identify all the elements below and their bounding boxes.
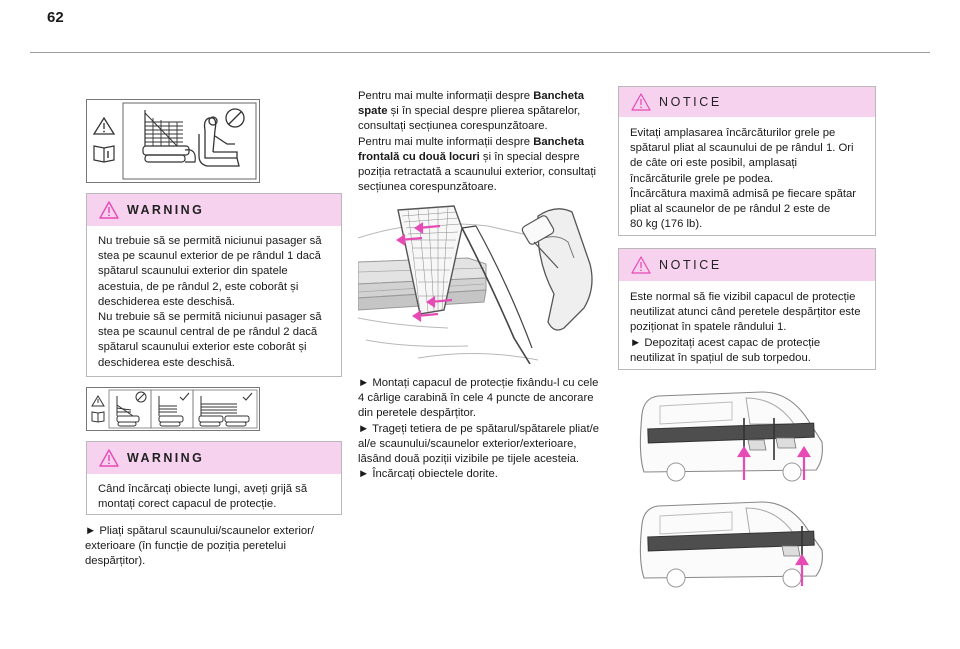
text-line: spătarul pliat al scaunului de pe rândul… [630, 142, 854, 155]
text-line: montați corect capacul de protecție. [98, 498, 277, 511]
warning-triangle-icon [91, 395, 105, 407]
text-line: stea pe scaunul exterior de pe rândul 1 … [98, 250, 321, 263]
text-line: ► Pliați spătarul scaunului/scaunelor ex… [85, 525, 315, 537]
text-line: 4 cârlige carabină în cele 4 puncte de a… [358, 392, 594, 405]
warning-triangle-icon [99, 449, 119, 467]
page-number: 62 [47, 9, 64, 26]
header-rule [30, 52, 930, 53]
text-line: lăsând două poziții vizibile pe tijele a… [358, 453, 580, 466]
text-line: despărțitor). [85, 555, 146, 568]
warning-triangle-icon [99, 201, 119, 219]
no-sign-icon [135, 391, 147, 403]
notice-title: NOTICE [659, 95, 722, 109]
intro-text: Pentru mai multe informații despre Banch… [358, 89, 616, 195]
arrow-up-icon [737, 445, 751, 480]
text-line: secțiunea corespunzătoare. [358, 181, 497, 194]
warning-title: WARNING [127, 451, 205, 465]
seat-icon [158, 396, 184, 427]
text-line: încărcăturile grele pe podea. [630, 172, 774, 185]
text-line: ► Depozitați acest capac de protecție [630, 336, 821, 349]
text-line: deschiderea este deschisă. [98, 356, 235, 369]
text-line: de câte ori este posibil, amplasați [630, 157, 798, 170]
notice-box-1: NOTICE Evitați amplasarea încărcăturilor… [618, 86, 876, 236]
text-line: neutilizat atunci când peretele despărți… [630, 306, 861, 319]
warning-header: WARNING [87, 442, 341, 474]
warning-triangle-icon [92, 116, 116, 135]
text-line: deschiderea este deschisă. [98, 295, 235, 308]
warning-body: Nu trebuie să se permită niciunui pasage… [87, 226, 341, 379]
text-line: neutilizat în spațiul de sub torpedou. [630, 351, 811, 364]
anchor-arrows [396, 221, 453, 323]
warning-header: WARNING [87, 194, 341, 226]
warning-box-1: WARNING Nu trebuie să se permită niciunu… [86, 193, 342, 377]
text-line: Este normal să fie vizibil capacul de pr… [630, 291, 856, 303]
arrow-up-icon [797, 445, 811, 480]
van-illustration-1 [636, 384, 826, 484]
text-line: poziționat în spatele rândului 1. [630, 321, 787, 334]
notice-body: Este normal să fie vizibil capacul de pr… [619, 281, 875, 374]
van-illustration-2 [636, 496, 826, 588]
icon-panel-2 [86, 387, 260, 431]
seat-fold-pictogram [91, 389, 258, 429]
check-mark-icon [179, 392, 190, 401]
notice-box-2: NOTICE Este normal să fie vizibil capacu… [618, 248, 876, 370]
text-line: Pentru mai multe informații despre Banch… [358, 90, 585, 102]
manual-book-icon [91, 411, 105, 423]
text-line: Pentru mai multe informații despre Banch… [358, 135, 585, 148]
steps-text: ► Montați capacul de protecție fixându-l… [358, 376, 616, 482]
notice-title: NOTICE [659, 258, 722, 272]
seat-icon [142, 110, 196, 163]
warning-title: WARNING [127, 203, 205, 217]
text-line: frontală cu două locuri și în special de… [358, 150, 580, 163]
protective-cover [397, 205, 463, 315]
text-line: Nu trebuie să se permită niciunui pasage… [98, 311, 322, 324]
notice-header: NOTICE [619, 87, 875, 117]
step-fold-seats: ► Pliați spătarul scaunului/scaunelor ex… [85, 524, 343, 570]
text-line: poziția retractată a scaunului exterior,… [358, 166, 596, 179]
seat-backrest [521, 208, 593, 331]
text-line: Când încărcați obiecte lungi, aveți grij… [98, 483, 308, 495]
warning-triangle-icon [631, 93, 651, 111]
notice-header: NOTICE [619, 249, 875, 281]
seat-icon [198, 396, 250, 427]
text-line: consultați secțiunea corespunzătoare. [358, 120, 548, 133]
text-line: spate și în special despre plierea spăta… [358, 105, 581, 118]
text-line: Încărcătura maximă admisă pe fiecare spă… [630, 187, 857, 200]
text-line: pliat al scaunelor de pe rândul 2 este d… [630, 203, 831, 216]
text-line: ► Trageți tetiera de pe spătarul/spătare… [358, 422, 600, 435]
text-line: ► Încărcați obiectele dorite. [358, 468, 498, 481]
arrow-up-icon [795, 553, 809, 586]
text-line: 80 kg (176 lb). [630, 218, 703, 231]
warning-body: Când încărcați obiecte lungi, aveți grij… [87, 474, 341, 520]
text-line: exterioare (în funcție de poziția perete… [85, 540, 286, 553]
text-line: Nu trebuie să se permită niciunui pasage… [98, 235, 322, 247]
no-sign-icon [225, 108, 245, 128]
manual-book-icon [93, 145, 115, 163]
cargo-net-illustration [357, 198, 616, 365]
warning-box-2: WARNING Când încărcați obiecte lungi, av… [86, 441, 342, 515]
text-line: spătarul scaunului exterior este coborât… [98, 341, 307, 354]
text-line: acestuia, de pe rândul 2, este coborât ș… [98, 280, 299, 293]
text-line: al/e scaunului/scaunelor exterior/exteri… [358, 437, 577, 450]
partition-wall [461, 225, 533, 365]
text-line: din peretele despărțitor. [358, 407, 477, 420]
text-line: spătarul scaunului exterior din spatele [98, 265, 288, 278]
text-line: stea pe scaunul central de pe rândul 2 d… [98, 326, 318, 339]
text-line: ► Montați capacul de protecție fixându-l… [358, 377, 599, 389]
seat-icon [198, 116, 240, 167]
warning-triangle-icon [631, 256, 651, 274]
seat-icon [116, 396, 140, 427]
icon-panel-1 [86, 99, 260, 183]
text-line: Evitați amplasarea încărcăturilor grele … [630, 127, 836, 139]
notice-body: Evitați amplasarea încărcăturilor grele … [619, 117, 875, 240]
seat-restriction-pictogram [92, 102, 257, 180]
check-mark-icon [242, 392, 253, 401]
